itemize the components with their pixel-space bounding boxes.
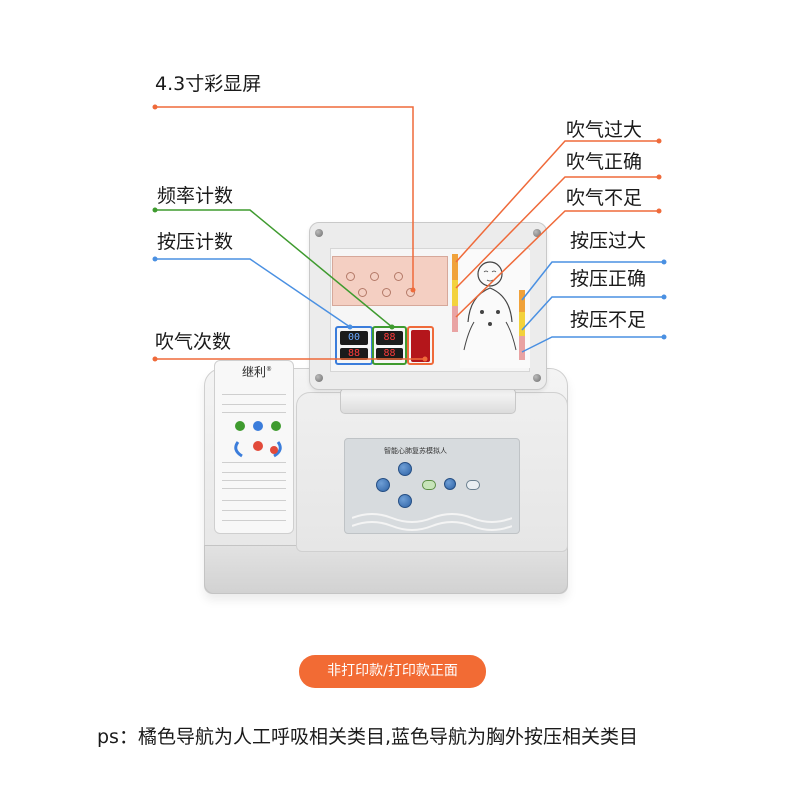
color-lcd-screen bbox=[332, 256, 448, 306]
lcd-icon bbox=[382, 288, 391, 297]
lcd-icon bbox=[370, 272, 379, 281]
device-base-front bbox=[204, 545, 568, 594]
wave-decoration bbox=[352, 513, 512, 531]
screw-icon bbox=[315, 374, 323, 382]
status-led bbox=[411, 330, 430, 362]
lcd-icon bbox=[346, 272, 355, 281]
lcd-icon bbox=[358, 288, 367, 297]
callout-press-over: 按压过大 bbox=[570, 230, 647, 252]
callout-blow-ok: 吹气正确 bbox=[566, 151, 643, 173]
up-arrow-button[interactable] bbox=[398, 462, 412, 476]
press-meter bbox=[519, 290, 525, 360]
callout-press-count: 按压计数 bbox=[157, 231, 234, 253]
lcd-icon bbox=[406, 288, 415, 297]
callout-blow-count: 吹气次数 bbox=[155, 331, 232, 353]
callout-press-ok: 按压正确 bbox=[570, 268, 647, 290]
mode-button[interactable] bbox=[444, 478, 456, 490]
screw-icon bbox=[315, 229, 323, 237]
left-arrow-button[interactable] bbox=[376, 478, 390, 492]
variant-tag: 非打印款/打印款正面 bbox=[299, 655, 486, 688]
screw-icon bbox=[533, 229, 541, 237]
process-diagram-icon bbox=[234, 421, 282, 458]
start-button[interactable] bbox=[422, 480, 436, 490]
torso-icon bbox=[463, 261, 517, 351]
callout-freq-count: 频率计数 bbox=[157, 185, 234, 207]
settings-button[interactable] bbox=[466, 480, 480, 490]
press-count-display: 88 bbox=[340, 348, 368, 360]
frequency-display-lower: 88 bbox=[376, 348, 403, 360]
control-panel-title: 智能心肺复苏模拟人 bbox=[384, 447, 447, 455]
down-arrow-button[interactable] bbox=[398, 494, 412, 508]
torso-diagram bbox=[460, 250, 530, 368]
callout-screen: 4.3寸彩显屏 bbox=[155, 73, 262, 95]
screw-icon bbox=[533, 374, 541, 382]
callout-blow-over: 吹气过大 bbox=[566, 119, 643, 141]
brand-logo: 继利® bbox=[242, 365, 273, 379]
lcd-icon bbox=[394, 272, 403, 281]
blow-meter bbox=[452, 254, 458, 332]
callout-blow-under: 吹气不足 bbox=[566, 187, 643, 209]
callout-press-under: 按压不足 bbox=[570, 309, 647, 331]
blow-count-display: 00 bbox=[340, 331, 368, 345]
blow-count-highlight bbox=[407, 326, 434, 365]
legend-note: ps：橘色导航为人工呼吸相关类目,蓝色导航为胸外按压相关类目 bbox=[97, 726, 639, 748]
frequency-display: 88 bbox=[376, 331, 403, 345]
